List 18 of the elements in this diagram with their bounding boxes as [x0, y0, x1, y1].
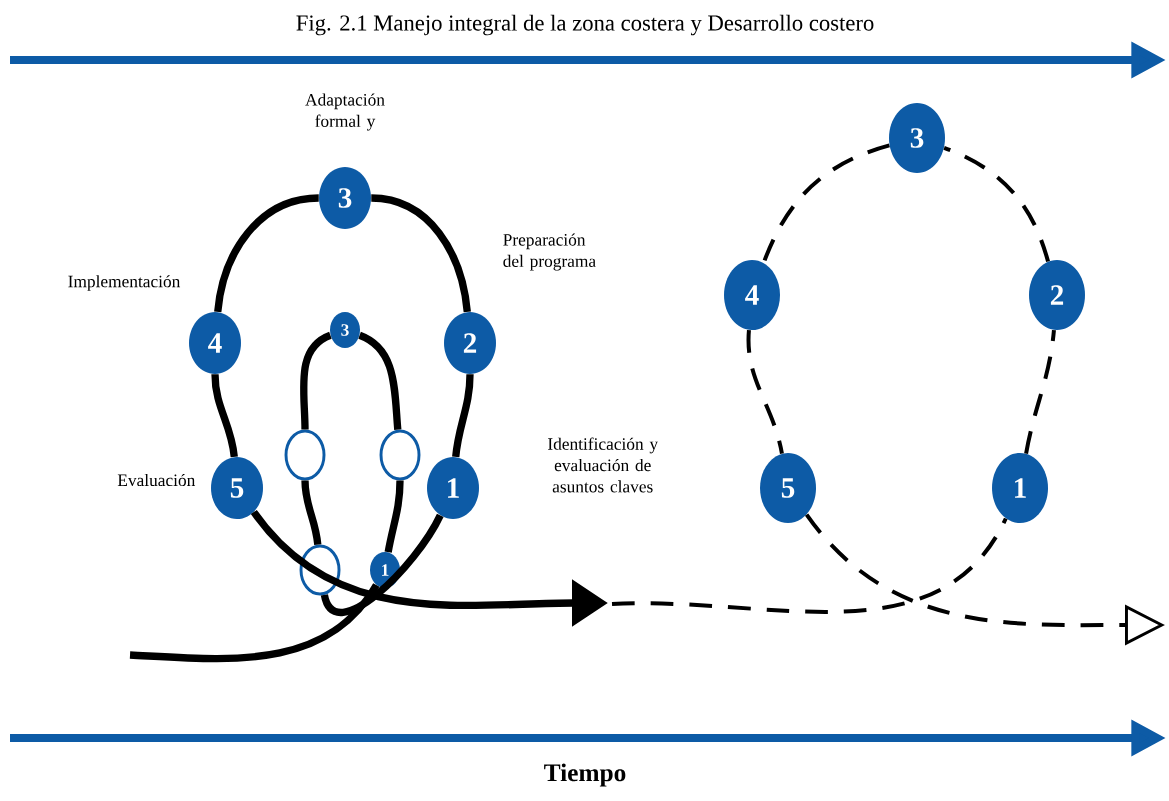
open-circle — [379, 429, 421, 481]
axis-label: Tiempo — [544, 763, 626, 787]
stage-label: Evaluación — [117, 473, 196, 487]
open-circle — [284, 429, 326, 481]
dashed-path — [943, 146, 1050, 263]
stage-label: Preparación del programa — [503, 233, 596, 271]
loop-path — [214, 194, 320, 313]
open-circle — [299, 544, 341, 596]
loop-path — [129, 582, 380, 663]
dashed-path — [1024, 329, 1056, 454]
title: Fig. 2.1 Manejo integral de la zona costera y Desarrollo costero — [296, 14, 874, 36]
stage-label: Implementación — [68, 275, 181, 291]
stage-label: Adaptación formal y — [305, 93, 385, 131]
dashed-path — [746, 329, 784, 454]
stage-label: Identificación y evaluación de asuntos claves — [548, 437, 658, 493]
dashed-path — [611, 517, 1008, 614]
loop-path — [320, 513, 444, 616]
dashed-path — [761, 143, 890, 264]
